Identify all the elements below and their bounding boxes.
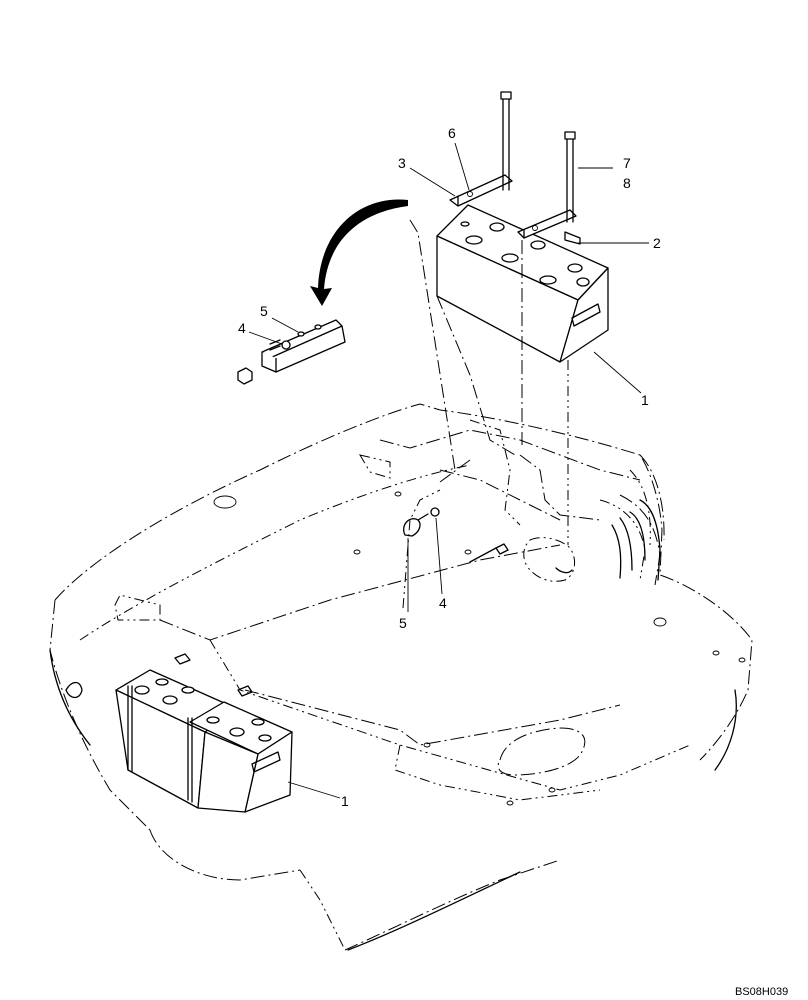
callout-1-bottom: 1 [341,793,349,809]
body-lower-outline [49,499,737,951]
callout-3: 3 [398,155,406,171]
hold-down-hardware [449,91,581,245]
leader-lines [248,142,649,799]
mid-fasteners [403,507,573,574]
callout-8: 8 [623,175,631,191]
callout-2: 2 [653,235,661,251]
callout-4-mid: 4 [439,595,447,611]
platform-outline [49,403,753,951]
callout-5-mid: 5 [399,615,407,631]
reference-code: BS08H039 [735,986,788,998]
projection-lines [402,219,569,609]
loose-bracket [237,319,346,385]
callout-5-top: 5 [260,303,268,319]
callout-1-top: 1 [641,392,649,408]
curved-arrow [310,199,408,306]
callouts: 6 3 7 8 2 5 4 1 5 4 1 [238,125,661,809]
callout-6: 6 [448,125,456,141]
lower-batteries [65,653,293,813]
callout-7: 7 [623,155,631,171]
callout-4-top: 4 [238,320,246,336]
